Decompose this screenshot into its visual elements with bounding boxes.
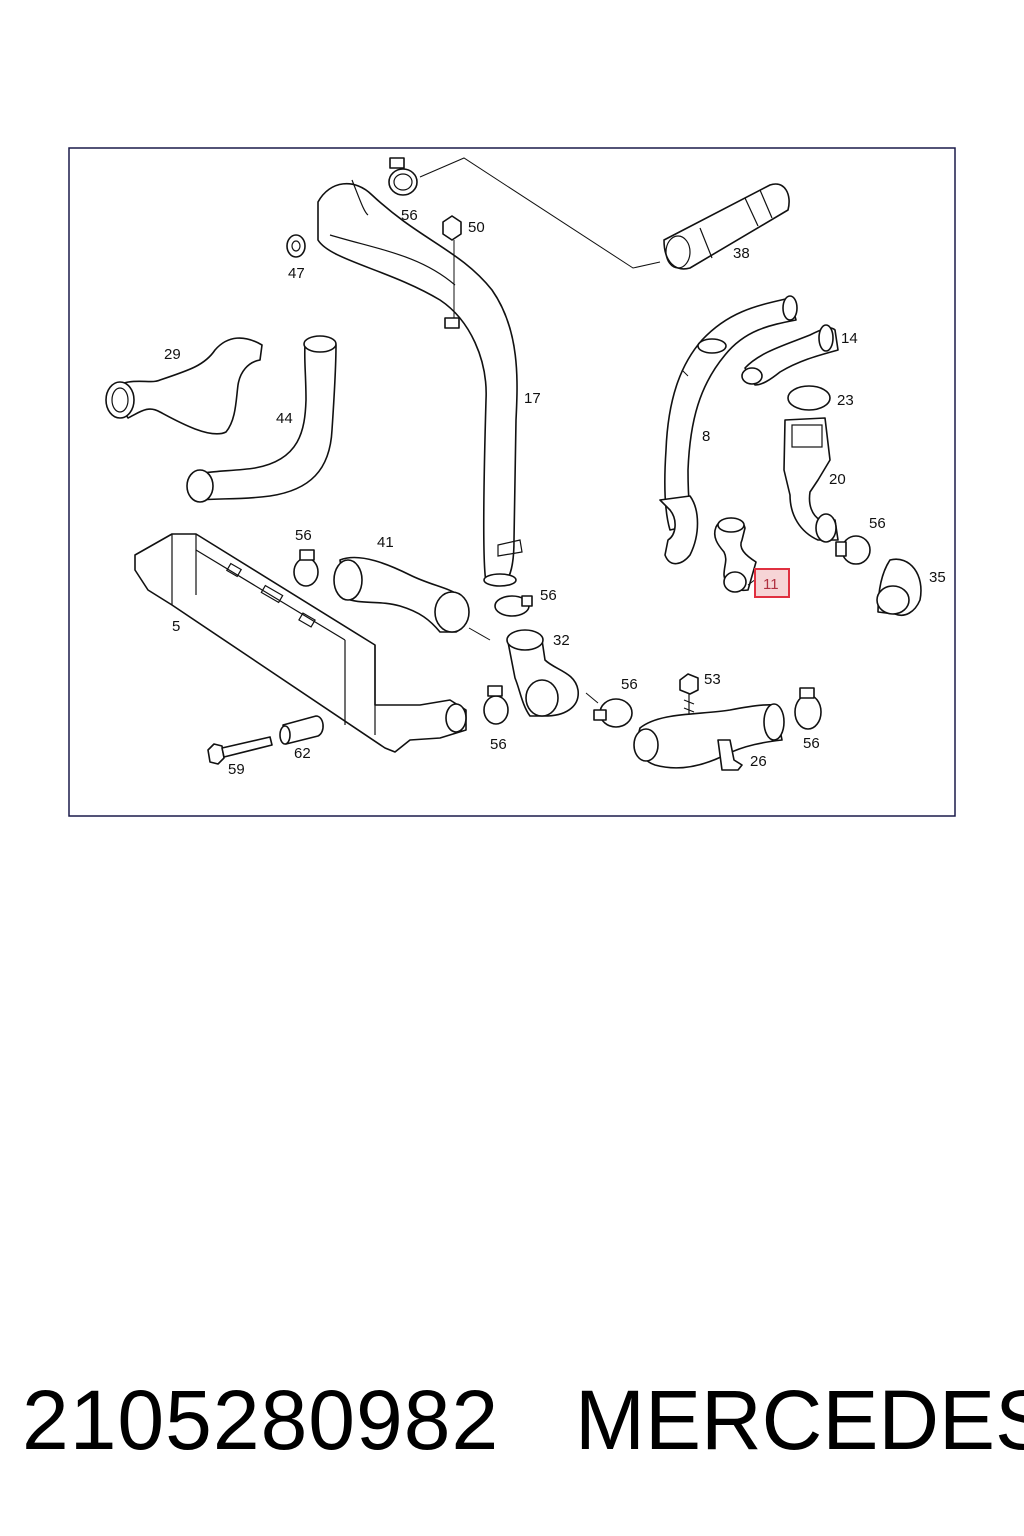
callout-35: 35 — [929, 569, 946, 586]
callout-5: 5 — [172, 618, 180, 635]
part-56-clamp-far-right[interactable] — [794, 687, 822, 730]
leader-line — [585, 692, 599, 704]
leader-line — [681, 369, 689, 377]
part-14-pipe[interactable] — [741, 324, 839, 386]
part-41-hose[interactable] — [333, 556, 470, 633]
part-17-pipe[interactable] — [317, 179, 523, 587]
part-20-housing[interactable] — [783, 417, 839, 543]
part-38-hose[interactable] — [663, 183, 790, 270]
callout-11-highlighted[interactable]: 11 — [763, 576, 779, 593]
callout-56: 56 — [540, 587, 557, 604]
part-44-hose[interactable] — [186, 335, 337, 503]
part-62-spacer[interactable] — [279, 715, 324, 745]
callout-44: 44 — [276, 410, 293, 427]
callout-53: 53 — [704, 671, 721, 688]
callout-26: 26 — [750, 753, 767, 770]
part-56-clamp-mid[interactable] — [293, 549, 319, 587]
callout-56: 56 — [295, 527, 312, 544]
part-35-elbow[interactable] — [876, 558, 922, 616]
callout-14: 14 — [841, 330, 858, 347]
footer: 2105280982 MERCEDES — [0, 1370, 1024, 1470]
part-56-clamp-top[interactable] — [388, 157, 418, 196]
callout-56: 56 — [803, 735, 820, 752]
callout-17: 17 — [524, 390, 541, 407]
part-number: 2105280982 — [22, 1373, 500, 1467]
part-50-nut[interactable] — [442, 215, 462, 329]
callout-56: 56 — [869, 515, 886, 532]
callout-41: 41 — [377, 534, 394, 551]
diagram-frame — [68, 147, 956, 817]
leader-line — [468, 627, 491, 641]
part-29-hose[interactable] — [105, 337, 263, 435]
part-32-elbow[interactable] — [506, 629, 579, 717]
callout-62: 62 — [294, 745, 311, 762]
part-56-clamp-lower-mid[interactable] — [593, 698, 633, 728]
callout-32: 32 — [553, 632, 570, 649]
parts-diagram: 56 50 38 47 29 44 17 14 23 8 20 56 35 11… — [68, 147, 956, 817]
part-5-intercooler[interactable] — [134, 533, 467, 753]
leader-line — [419, 157, 661, 269]
callout-50: 50 — [468, 219, 485, 236]
callout-20: 20 — [829, 471, 846, 488]
callout-8: 8 — [702, 428, 710, 445]
part-11-elbow[interactable] — [713, 517, 757, 593]
callout-56: 56 — [401, 207, 418, 224]
callout-59: 59 — [228, 761, 245, 778]
part-56-clamp-right[interactable] — [835, 535, 871, 565]
callout-56: 56 — [621, 676, 638, 693]
part-47-grommet[interactable] — [286, 234, 306, 258]
callout-29: 29 — [164, 346, 181, 363]
part-26-hose[interactable] — [633, 703, 785, 771]
brand-name: MERCEDES — [575, 1373, 1024, 1467]
part-56-clamp-center[interactable] — [494, 595, 533, 617]
part-23-oring[interactable] — [787, 385, 831, 411]
callout-23: 23 — [837, 392, 854, 409]
callout-56: 56 — [490, 736, 507, 753]
callout-38: 38 — [733, 245, 750, 262]
part-56-clamp-lower[interactable] — [483, 685, 509, 725]
highlight-box — [754, 568, 790, 598]
callout-47: 47 — [288, 265, 305, 282]
part-59-bolt[interactable] — [207, 736, 273, 765]
part-8-pipe[interactable] — [659, 295, 798, 565]
